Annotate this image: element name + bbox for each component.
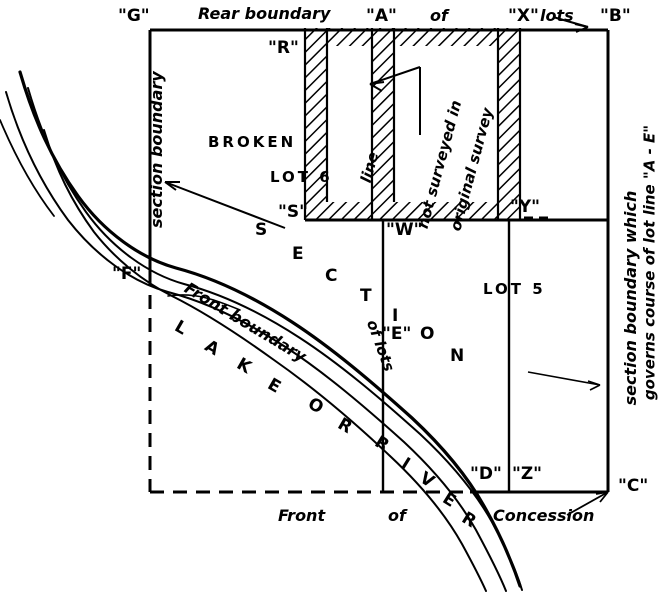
point-label-X: "X": [508, 6, 539, 26]
section-letter-i: I: [392, 306, 399, 326]
interior-lot-lines: [381, 216, 548, 492]
broken-lot-label: BROKEN: [208, 133, 297, 151]
point-label-B: "B": [600, 6, 631, 26]
governs-course-label: governs course of lot line "A - E": [640, 124, 658, 401]
section-letter-s: S: [255, 220, 268, 240]
lot-5-label: LOT 5: [483, 280, 546, 298]
leader-lines: [164, 16, 609, 516]
point-label-R: "R": [268, 38, 299, 58]
point-label-F: "F": [112, 264, 142, 284]
rear-boundary-label: Rear boundary: [198, 4, 331, 23]
rear-boundary-lots-label: lots: [540, 6, 574, 25]
point-label-D: "D": [470, 464, 502, 484]
section-letter-n: N: [450, 346, 465, 366]
point-label-E: "E": [382, 324, 412, 344]
section-boundary-right-label: section boundary which: [621, 190, 640, 406]
point-label-C: "C": [618, 476, 649, 496]
front-bottom-label: Front: [278, 506, 326, 525]
hatched-unsurveyed-strip: [303, 28, 522, 220]
shoreline: [0, 70, 523, 592]
rear-boundary-of-label: of: [430, 6, 448, 25]
point-label-Y: "Y": [510, 197, 541, 217]
concession-label: Concession: [493, 506, 595, 525]
point-label-S: "S": [278, 202, 308, 222]
section-letter-o: O: [420, 324, 435, 344]
concession-block-outline: [148, 28, 610, 494]
section-letter-c: C: [325, 266, 338, 286]
section-letter-t: T: [360, 286, 372, 306]
lot-6-label: LOT 6: [270, 168, 333, 186]
section-boundary-left-label: section boundary: [147, 71, 166, 228]
point-label-Z: "Z": [512, 464, 543, 484]
point-label-G: "G": [118, 6, 150, 26]
point-label-W: "W": [386, 220, 423, 240]
of-bottom-label: of: [388, 506, 406, 525]
section-letter-e: E: [292, 244, 304, 264]
point-label-A: "A": [366, 6, 397, 26]
